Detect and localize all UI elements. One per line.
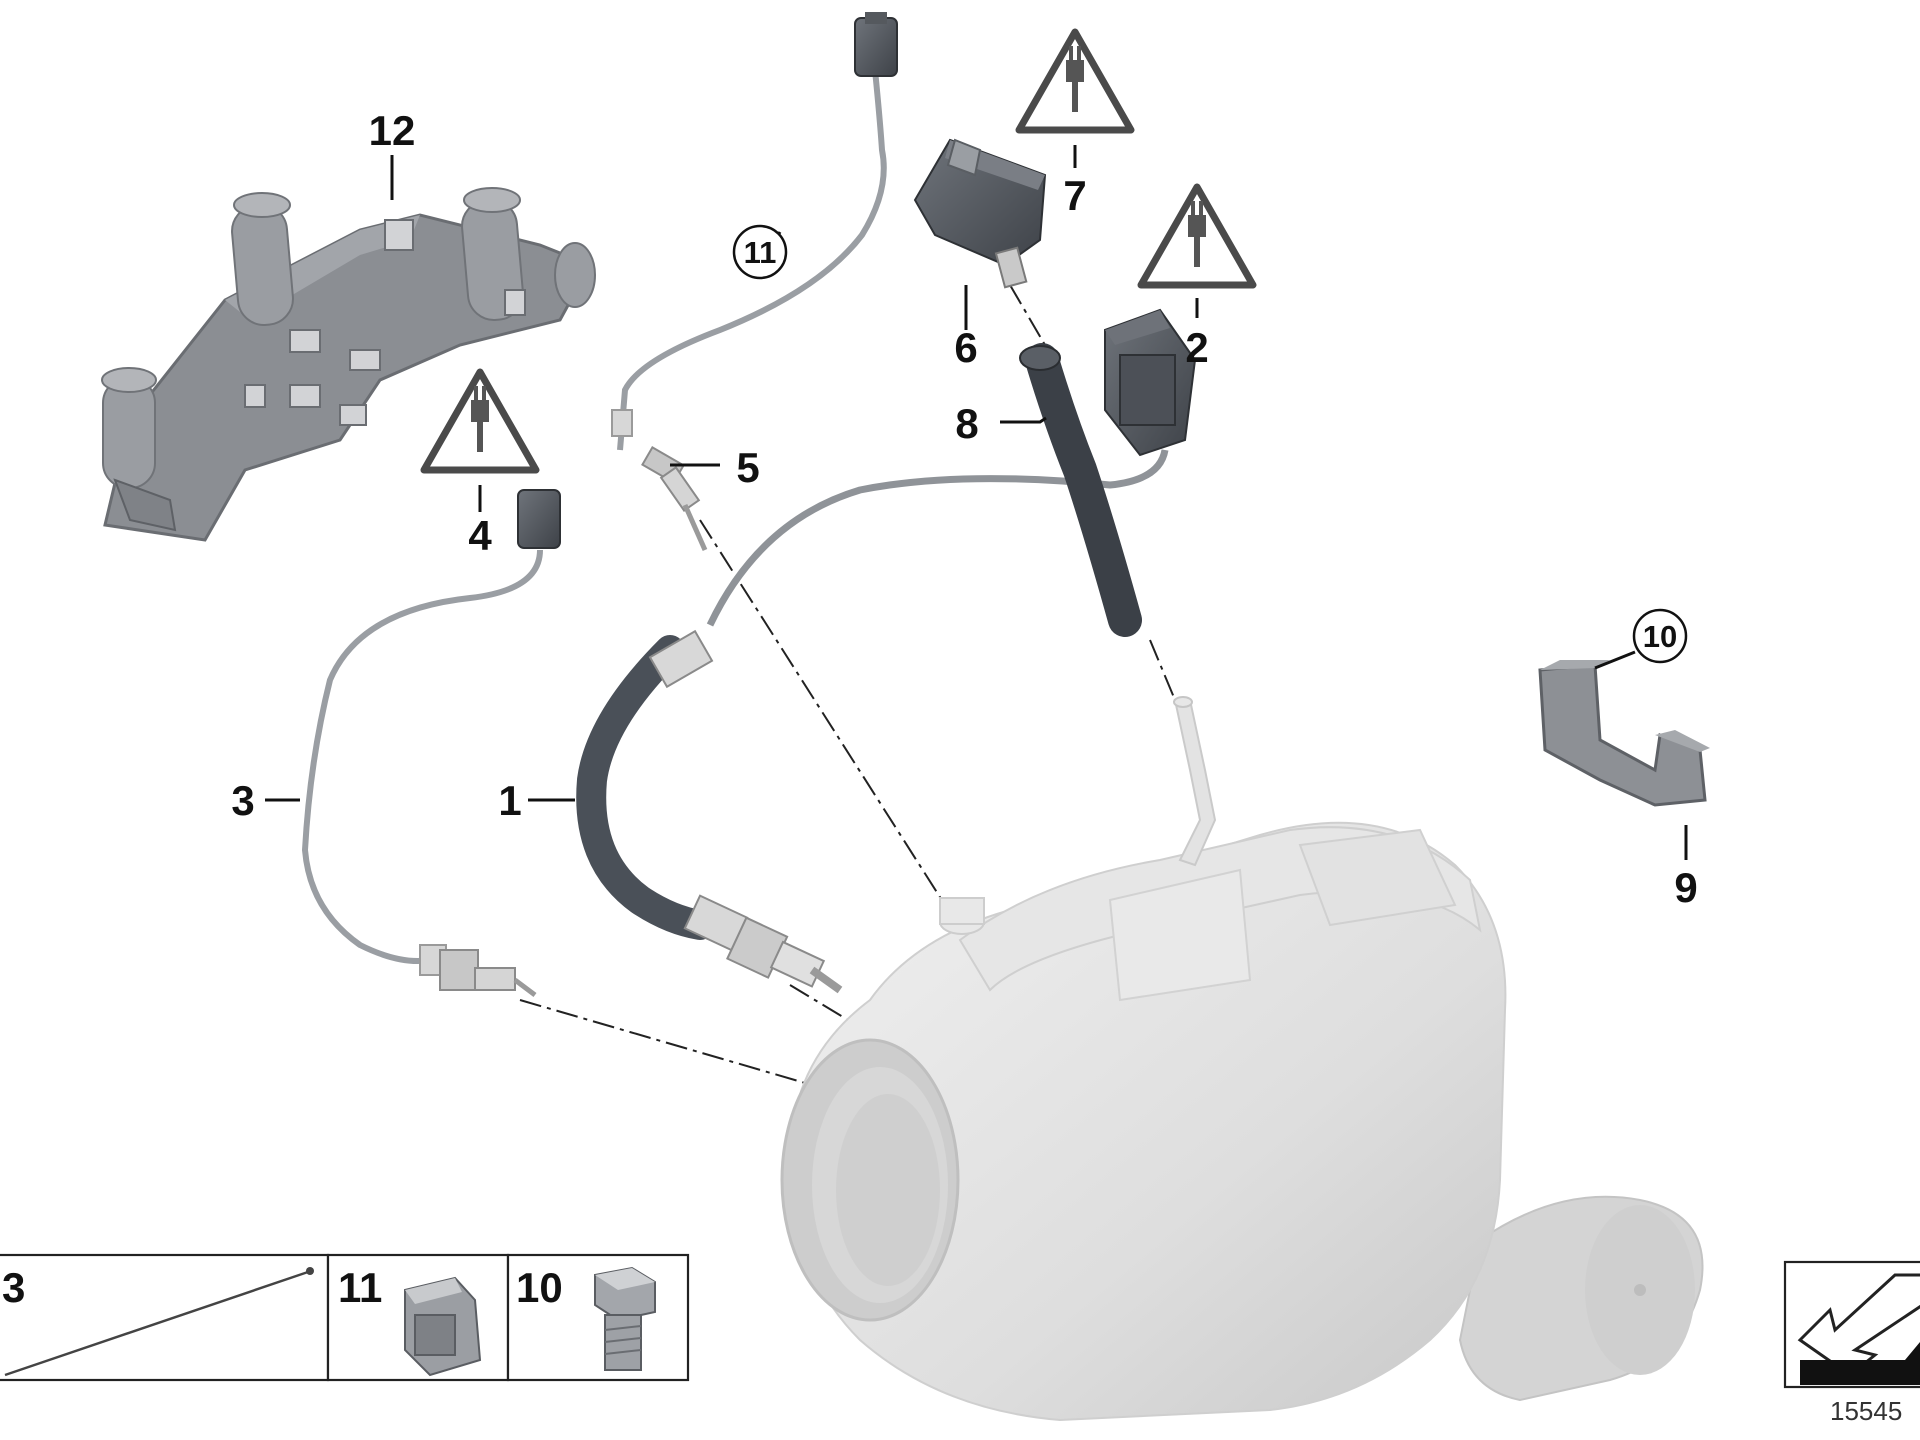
diagram-reference-number: 15545 (1830, 1396, 1902, 1426)
callout-6: 6 (954, 324, 977, 371)
axis-line-sensor1 (789, 984, 849, 1021)
legend-label-11: 11 (338, 1264, 382, 1311)
leader-10 (1594, 650, 1636, 670)
callout-11: 11 (744, 235, 777, 270)
pressure-sensor (913, 138, 1047, 289)
axis-line-sensor3 (519, 999, 813, 1086)
axis-line-sensor5 (699, 519, 946, 906)
diesel-particulate-filter (780, 696, 1704, 1422)
warning-plug-icon (424, 372, 536, 470)
axis-line-hose8 (1149, 639, 1176, 701)
callout-2: 2 (1185, 324, 1208, 371)
callout-10-circle (1632, 608, 1688, 664)
hex-bolt-icon (594, 1266, 656, 1371)
sensor-connector (1104, 308, 1197, 457)
temperature-sensor-upper (611, 12, 898, 552)
callout-3: 3 (231, 777, 254, 824)
view-direction-icon (1783, 1260, 1920, 1389)
legend-strip: 3 11 10 (0, 1253, 690, 1382)
temperature-sensor-lower (301, 489, 561, 997)
legend-label-10: 10 (516, 1264, 563, 1311)
clip-nut-icon (404, 1276, 482, 1377)
callout-9: 9 (1674, 864, 1697, 911)
vacuum-hose (1019, 343, 1142, 637)
sensor-holder-bracket (101, 187, 596, 542)
cable-tie-head (306, 1267, 314, 1275)
warning-plug-icon (1141, 187, 1253, 285)
callout-7: 7 (1063, 172, 1086, 219)
cable-tie-icon (4, 1270, 309, 1377)
oxygen-sensor (576, 449, 1169, 994)
legend-label-3: 3 (2, 1264, 25, 1311)
callout-1: 1 (498, 777, 521, 824)
axis-line-sensor6 (1009, 284, 1046, 346)
callout-11-circle (732, 224, 788, 280)
callout-4: 4 (468, 512, 492, 559)
warning-plug-icon (1019, 32, 1131, 130)
callout-8: 8 (955, 400, 978, 447)
callout-10: 10 (1643, 619, 1677, 654)
leader-8 (1000, 416, 1047, 424)
callout-5: 5 (736, 444, 759, 491)
bracket (1538, 660, 1710, 807)
callout-12: 12 (369, 107, 416, 154)
